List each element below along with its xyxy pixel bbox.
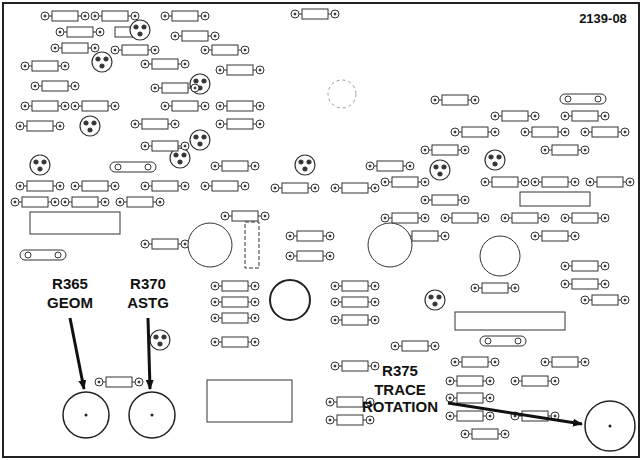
control-name: TRACE ROTATION (350, 381, 450, 416)
leader-arrow (70, 318, 84, 389)
control-name: ASTG (118, 294, 178, 311)
leader-arrow (148, 318, 150, 389)
part-number: R370 (118, 275, 178, 292)
figure-number: 2139-08 (572, 12, 634, 27)
part-number: R365 (40, 275, 100, 292)
leader-arrow (448, 403, 582, 424)
control-name: GEOM (40, 294, 100, 311)
part-number: R375 (360, 362, 440, 379)
